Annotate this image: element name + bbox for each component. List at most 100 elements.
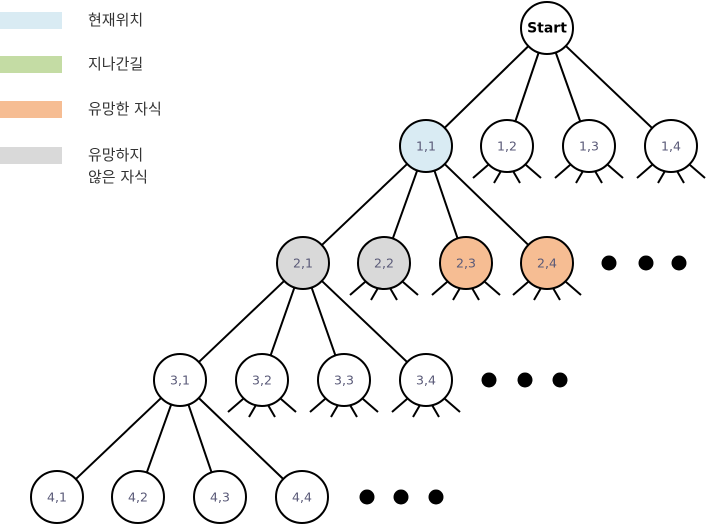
node-circle [111, 470, 165, 524]
node-circle [562, 119, 616, 173]
tree-edge [198, 280, 285, 363]
child-stub [431, 404, 440, 418]
child-stub [349, 404, 358, 418]
tree-edges [75, 45, 653, 480]
child-stub [391, 398, 408, 413]
node-circle [235, 353, 289, 407]
child-stub [452, 287, 461, 301]
ellipsis-dot [552, 372, 568, 388]
tree-node-4-3: 4,3 [193, 470, 247, 524]
child-stub [227, 398, 244, 413]
child-stub [431, 281, 448, 296]
child-stub [471, 287, 480, 301]
ellipsis-dot [393, 489, 409, 505]
child-stub [594, 170, 603, 184]
child-stub [472, 164, 489, 179]
node-circle [520, 236, 574, 290]
node-circle [357, 236, 411, 290]
child-stub [389, 287, 398, 301]
tree-edge [321, 163, 408, 246]
child-stub [525, 164, 542, 179]
node-label: 3,4 [416, 373, 436, 388]
node-label: 2,2 [374, 256, 394, 271]
child-stub [636, 164, 653, 179]
tree-edge [269, 287, 296, 356]
child-stub [552, 287, 561, 301]
ellipsis-dot [601, 255, 617, 271]
tree-node-1-2: 1,2 [480, 119, 534, 173]
tree-edge [443, 45, 530, 129]
node-label: 1,2 [497, 139, 517, 154]
legend-swatch [0, 56, 62, 73]
child-stubs [227, 164, 706, 418]
child-stub [330, 404, 339, 418]
node-circle [275, 470, 329, 524]
child-stub [280, 398, 297, 413]
node-label: 2,3 [456, 256, 476, 271]
child-stub [349, 281, 366, 296]
node-circle [276, 236, 330, 290]
node-label: 3,2 [252, 373, 272, 388]
tree-node-3-1: 3,1 [153, 353, 207, 407]
node-label: 1,4 [661, 139, 681, 154]
node-circle [520, 1, 574, 55]
ellipsis-dots [359, 255, 687, 505]
tree-node-1-1: 1,1 [399, 119, 453, 173]
tree-edge [187, 404, 213, 473]
tree-node-1-4: 1,4 [644, 119, 698, 173]
node-label: 4,1 [47, 490, 67, 505]
legend-label: 않은 자식 [88, 168, 148, 186]
tree-nodes: Start 1,1 1,2 1,3 1,4 2,1 2,2 2,3 2,4 3,1 3,2 3,3 3,… [30, 1, 698, 524]
child-stub [362, 398, 379, 413]
node-circle [317, 353, 371, 407]
legend-label: 유망한 자식 [88, 100, 162, 118]
ellipsis-dot [671, 255, 687, 271]
child-stub [676, 170, 685, 184]
child-stub [444, 398, 461, 413]
child-stub [412, 404, 421, 418]
tree-edge [565, 45, 653, 129]
tree-edge [310, 287, 337, 356]
child-stub [533, 287, 542, 301]
tree-edge [145, 404, 173, 473]
legend-label: 유망하지 [88, 146, 143, 164]
ellipsis-dot [428, 489, 444, 505]
tree-edge [443, 163, 530, 246]
node-label: 3,3 [334, 373, 354, 388]
node-label: 4,3 [210, 490, 230, 505]
tree-edge [514, 52, 540, 122]
tree-node-3-3: 3,3 [317, 353, 371, 407]
tree-node-1-3: 1,3 [562, 119, 616, 173]
node-label: 4,4 [292, 490, 312, 505]
node-label: 1,3 [579, 139, 599, 154]
node-label: 2,1 [293, 256, 313, 271]
tree-node-start: Start [520, 1, 574, 55]
tree-edge [433, 170, 459, 239]
node-label: 1,1 [416, 139, 436, 154]
tree-edge [321, 280, 408, 363]
tree-edge [554, 52, 582, 122]
ellipsis-dot [359, 489, 375, 505]
child-stub [248, 404, 257, 418]
node-label: Start [527, 21, 567, 37]
tree-node-4-2: 4,2 [111, 470, 165, 524]
tree-node-2-4: 2,4 [520, 236, 574, 290]
child-stub [607, 164, 624, 179]
child-stub [370, 287, 379, 301]
legend-swatch [0, 101, 62, 118]
node-circle [30, 470, 84, 524]
child-stub [657, 170, 666, 184]
tree-edge [198, 397, 284, 480]
node-label: 4,2 [128, 490, 148, 505]
ellipsis-dot [517, 372, 533, 388]
child-stub [575, 170, 584, 184]
child-stub [689, 164, 706, 179]
tree-node-4-4: 4,4 [275, 470, 329, 524]
node-circle [644, 119, 698, 173]
node-circle [480, 119, 534, 173]
tree-edge [75, 397, 162, 480]
node-circle [153, 353, 207, 407]
child-stub [267, 404, 276, 418]
node-circle [399, 353, 453, 407]
